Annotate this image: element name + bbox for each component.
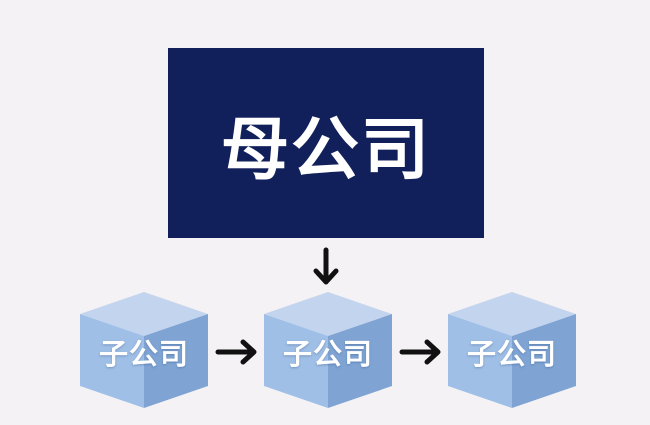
subsidiary-label-2: 子公司 [282, 337, 373, 371]
subsidiary-cube-1: 子公司 [80, 292, 208, 408]
subsidiary-cube-2: 子公司 [264, 292, 392, 408]
arrow-down-to-center [313, 247, 339, 285]
cube-shape [448, 292, 576, 408]
arrow-right-1-to-2 [215, 339, 257, 365]
parent-company-box: 母公司 [168, 48, 484, 238]
parent-company-label: 母公司 [220, 110, 431, 190]
arrow-right-2-to-3 [399, 339, 441, 365]
subsidiary-label-1: 子公司 [98, 337, 189, 371]
cube-shape [264, 292, 392, 408]
subsidiary-cube-3: 子公司 [448, 292, 576, 408]
cube-shape [80, 292, 208, 408]
subsidiary-label-3: 子公司 [466, 337, 557, 371]
